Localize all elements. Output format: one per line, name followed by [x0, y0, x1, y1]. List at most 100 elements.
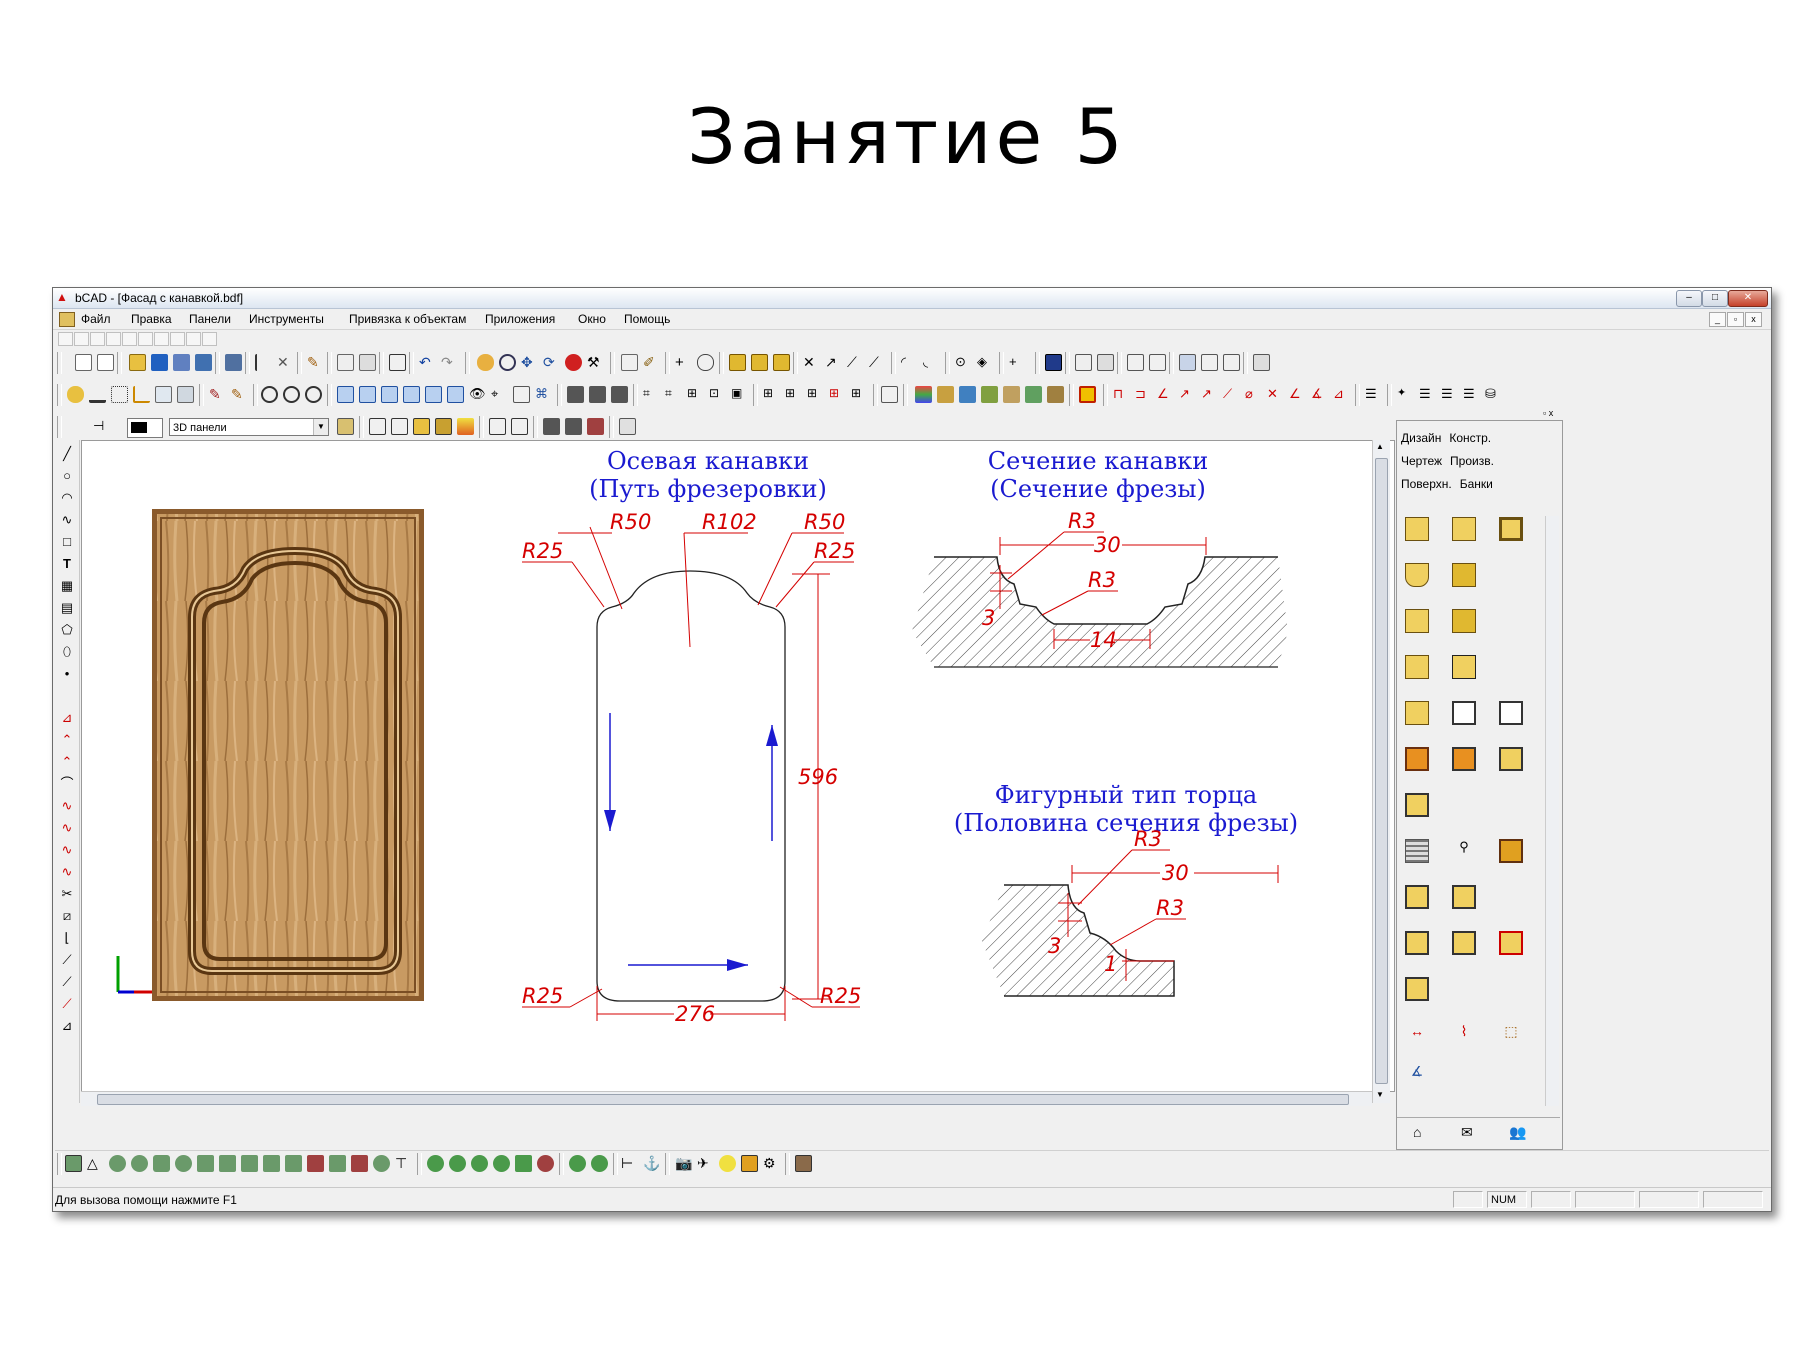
partitions-icon[interactable]	[1499, 701, 1523, 725]
align-right-icon[interactable]	[1499, 931, 1523, 955]
align-center-icon[interactable]	[1452, 931, 1476, 955]
cube-wire-icon[interactable]	[369, 418, 386, 435]
highlight-icon[interactable]	[1079, 386, 1096, 403]
hatch-2-icon[interactable]: ▤	[60, 600, 74, 615]
canvas-horizontal-scrollbar[interactable]	[81, 1091, 1372, 1106]
brush-icon[interactable]: ✎	[209, 386, 221, 402]
edit-pencil-icon[interactable]: ✎	[307, 354, 319, 370]
measure-icon[interactable]: ↔	[1410, 1023, 1424, 1039]
panel-toggle-icon[interactable]	[619, 418, 636, 435]
snap-intersect-icon[interactable]: ✕	[803, 354, 815, 370]
menu-panels[interactable]: Панели	[189, 312, 231, 326]
scroll-down-icon[interactable]: ▼	[1376, 1090, 1384, 1099]
undo-icon[interactable]: ↶	[419, 354, 431, 370]
solid-extrude-icon[interactable]	[197, 1155, 214, 1172]
line-icon[interactable]: ╱	[63, 446, 71, 461]
light-bulb-icon[interactable]	[67, 386, 84, 403]
view-axes-icon[interactable]: ⌘	[535, 386, 548, 401]
delete-icon[interactable]: ✕	[277, 354, 289, 370]
solid-sphere-icon[interactable]	[109, 1155, 126, 1172]
profile-path-icon[interactable]: ⌇	[1460, 1023, 1468, 1039]
mdi-close-button[interactable]: x	[1745, 312, 1762, 327]
menu-help[interactable]: Помощь	[624, 312, 671, 326]
view-back-icon[interactable]	[359, 386, 376, 403]
zoom-out-icon[interactable]	[283, 386, 300, 403]
brush-2-icon[interactable]: ✎	[231, 386, 243, 402]
cube-render-icon[interactable]	[457, 418, 474, 435]
point-icon[interactable]: •	[64, 666, 70, 681]
align-left-icon[interactable]	[1405, 931, 1429, 955]
tab-construct[interactable]: Констр.	[1449, 431, 1492, 445]
minimize-button[interactable]: –	[1676, 290, 1702, 307]
vertical-scroll-thumb[interactable]	[1375, 458, 1388, 1084]
mail-icon[interactable]: ✉	[1461, 1124, 1473, 1140]
anchor-icon[interactable]: ⚓	[643, 1155, 661, 1171]
material-3-icon[interactable]	[959, 386, 976, 403]
snap-tangent-icon[interactable]: ◟	[923, 354, 929, 369]
panel-close-icon[interactable]: ▫ x	[1543, 408, 1554, 418]
cube-shaded-icon[interactable]	[413, 418, 430, 435]
chamfer-icon[interactable]: ⌃	[61, 754, 73, 769]
tab-surfaces[interactable]: Поверхн.	[1401, 477, 1452, 491]
dimension-angular-icon[interactable]: ∠	[1157, 386, 1169, 401]
color-picker[interactable]	[127, 418, 163, 438]
render-window-icon[interactable]	[1045, 354, 1062, 371]
view-front-icon[interactable]	[337, 386, 354, 403]
mdi-restore-button[interactable]: ▫	[1727, 312, 1744, 327]
light-icon[interactable]	[719, 1155, 736, 1172]
snap-arc-icon[interactable]: ◜	[901, 354, 907, 369]
dimension-arc-icon[interactable]: ∡	[1311, 386, 1323, 401]
layer-yellow-2-icon[interactable]	[751, 354, 768, 371]
snap-nearest-icon[interactable]: +	[1009, 354, 1017, 369]
menu-tools[interactable]: Инструменты	[249, 312, 324, 326]
boolean-union-icon[interactable]	[427, 1155, 444, 1172]
hatch-icon[interactable]: ▦	[60, 578, 74, 593]
tab-production[interactable]: Произв.	[1450, 454, 1494, 468]
ellipse-icon[interactable]: ⬯	[62, 644, 72, 659]
group-icon[interactable]	[881, 386, 898, 403]
dimension-diameter-icon[interactable]: ↗	[1201, 386, 1212, 401]
rectangle-icon[interactable]: □	[63, 534, 71, 549]
stack-icon[interactable]: ☰	[1419, 386, 1431, 401]
select-icon[interactable]	[255, 354, 272, 371]
solid-pin-icon[interactable]: ⊤	[395, 1155, 408, 1171]
boolean-join-icon[interactable]	[569, 1155, 586, 1172]
mirror-icon[interactable]: ⊞	[687, 386, 698, 400]
camera-icon[interactable]: 📷	[675, 1155, 693, 1171]
solid-cone-icon[interactable]: △	[87, 1155, 98, 1171]
home-icon[interactable]: ⌂	[1413, 1124, 1422, 1140]
pan-hand-icon[interactable]	[477, 354, 494, 371]
viewport-1-icon[interactable]	[1179, 354, 1196, 371]
layer-yellow-icon[interactable]	[729, 354, 746, 371]
viewport-3-icon[interactable]	[1223, 354, 1240, 371]
box-icon[interactable]	[489, 418, 506, 435]
snap-grid-icon[interactable]	[621, 354, 638, 371]
binoculars-find-icon[interactable]	[543, 418, 560, 435]
hinge-icon[interactable]	[1499, 839, 1523, 863]
panel-l-shape-icon[interactable]	[1452, 517, 1476, 541]
material-4-icon[interactable]	[981, 386, 998, 403]
material-7-icon[interactable]	[1047, 386, 1064, 403]
window-arrange-2-icon[interactable]	[1149, 354, 1166, 371]
grid-icon[interactable]	[111, 386, 128, 403]
scene-icon[interactable]	[741, 1155, 758, 1172]
solid-bend-icon[interactable]	[329, 1155, 346, 1172]
polygon-icon[interactable]: ⬠	[61, 622, 73, 637]
paste-icon[interactable]	[359, 354, 376, 371]
solid-pipe-icon[interactable]	[307, 1155, 324, 1172]
material-2-icon[interactable]	[937, 386, 954, 403]
dimension-base-icon[interactable]: ∠	[1289, 386, 1301, 401]
binoculars-find-3-icon[interactable]	[587, 418, 604, 435]
cabinet-orange-icon[interactable]	[1405, 747, 1429, 771]
snap-end-icon[interactable]: ↗	[825, 354, 837, 370]
dimension-center-icon[interactable]: ⊿	[1333, 386, 1344, 401]
mdi-minimize-button[interactable]: _	[1709, 312, 1726, 327]
tab-drawing[interactable]: Чертеж	[1401, 454, 1443, 468]
fillet-icon[interactable]: ⌃	[61, 732, 73, 747]
new-template-icon[interactable]	[97, 354, 114, 371]
boolean-split-icon[interactable]	[537, 1155, 554, 1172]
circle-icon[interactable]: ○	[63, 468, 71, 483]
array-5-icon[interactable]: ⊞	[851, 386, 862, 400]
align-bottom-icon[interactable]	[1405, 977, 1429, 1001]
cabinet-split-icon[interactable]	[1499, 747, 1523, 771]
